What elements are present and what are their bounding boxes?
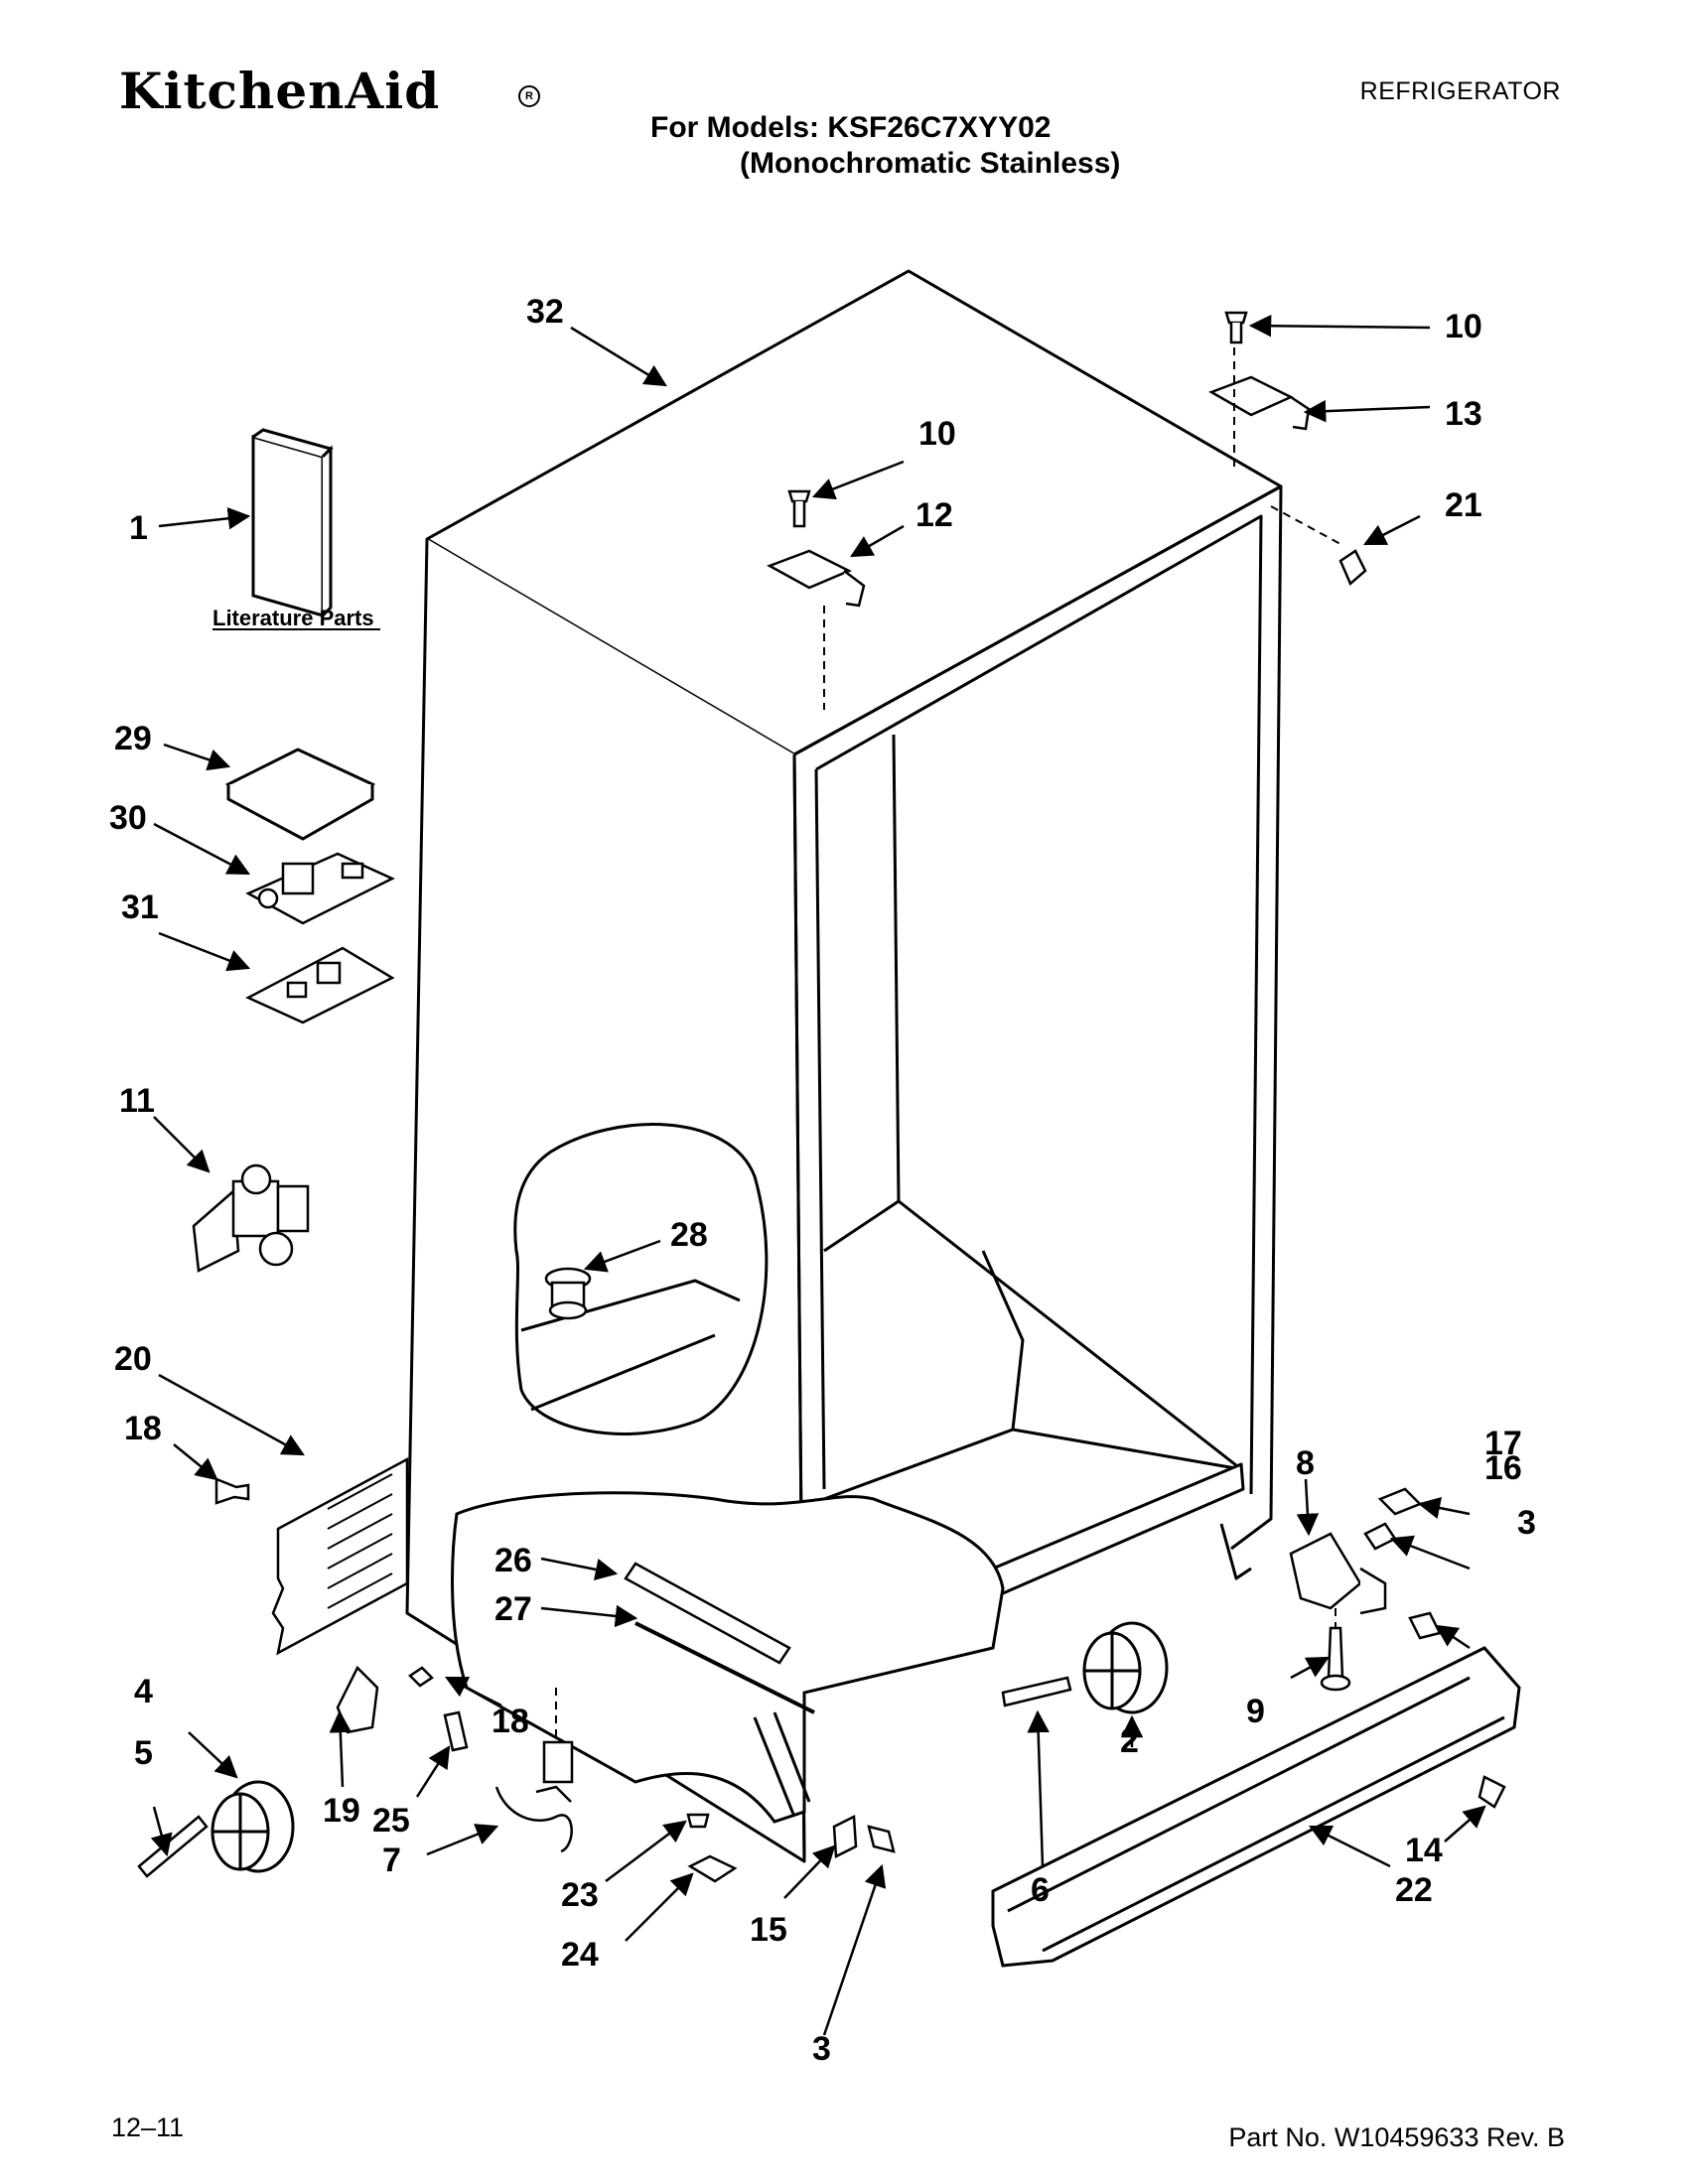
callout-5: 5 [134,1734,153,1772]
callout-11: 11 [119,1082,155,1120]
revision-date: 12–11 [111,2113,185,2142]
water-inlet-valve [192,1163,310,1273]
callout-4: 4 [134,1673,153,1710]
callout-17: 17 [1484,1425,1522,1462]
rear-access-panel [271,1456,409,1656]
literature-parts-booklet [251,428,334,617]
literature-parts-label: Literature Parts [212,606,374,630]
callout-26: 26 [494,1542,532,1579]
door-stop-plug [544,1267,592,1320]
callout-2: 2 [1120,1722,1139,1760]
models-title: For Models: KSF26C7XYY02 [650,111,1052,144]
callout-31: 31 [121,888,159,926]
finish-subtitle: (Monochromatic Stainless) [740,147,1121,180]
brand-logo: KitchenAid [119,62,441,120]
callout-21: 21 [1445,486,1482,524]
callout-6: 6 [1031,1871,1050,1909]
callout-16: 16 [1484,1449,1522,1487]
callout-28: 28 [670,1216,708,1254]
power-control-board [245,852,395,925]
dispenser-control-board [245,946,395,1024]
callout-3: 3 [1517,1504,1536,1542]
callout-29: 29 [114,720,152,757]
callout-18: 18 [124,1410,162,1447]
callout-10: 10 [1445,308,1482,345]
drain-tube-heater [634,1621,815,1714]
callout-1: 1 [129,509,148,547]
upper-hinges [767,375,1311,608]
callout-22: 22 [1395,1871,1433,1909]
callout-30: 30 [109,799,147,837]
brackets [336,1487,1423,1883]
callout-10b: 10 [918,415,956,453]
callout-19: 19 [323,1792,360,1830]
part-number: Part No. W10459633 Rev. B [1228,2122,1565,2152]
callout-23: 23 [561,1876,599,1914]
callout-27: 27 [494,1590,532,1628]
appliance-category: REFRIGERATOR [1359,77,1561,105]
callout-9: 9 [1246,1693,1265,1730]
callout-15: 15 [750,1911,787,1949]
callout-25: 25 [372,1802,410,1840]
drain-tube [624,1562,791,1665]
assembly-guide-lines [555,347,1341,1742]
screws-and-hardware [137,311,1506,1878]
callout-32: 32 [526,293,564,331]
callout-13: 13 [1445,395,1482,433]
front-toe-grille [991,1646,1521,1968]
callout-18b: 18 [492,1703,529,1740]
callout-3b: 3 [812,2030,831,2068]
callout-24: 24 [561,1936,599,1974]
callout-7: 7 [382,1842,401,1879]
callout-12: 12 [915,496,953,534]
callout-20: 20 [114,1340,152,1378]
callout-8: 8 [1296,1444,1315,1482]
rollers [211,1621,1169,1873]
control-box-cover [224,748,376,841]
callout-numbers: 1 2 3 3 4 5 6 7 8 9 10 10 11 12 13 14 15… [109,293,1536,2068]
cabinet-cutaway-lower [451,1491,1005,1824]
registered-mark-icon: R [518,85,540,107]
callout-14: 14 [1405,1832,1443,1869]
leader-lines [150,314,1486,2036]
